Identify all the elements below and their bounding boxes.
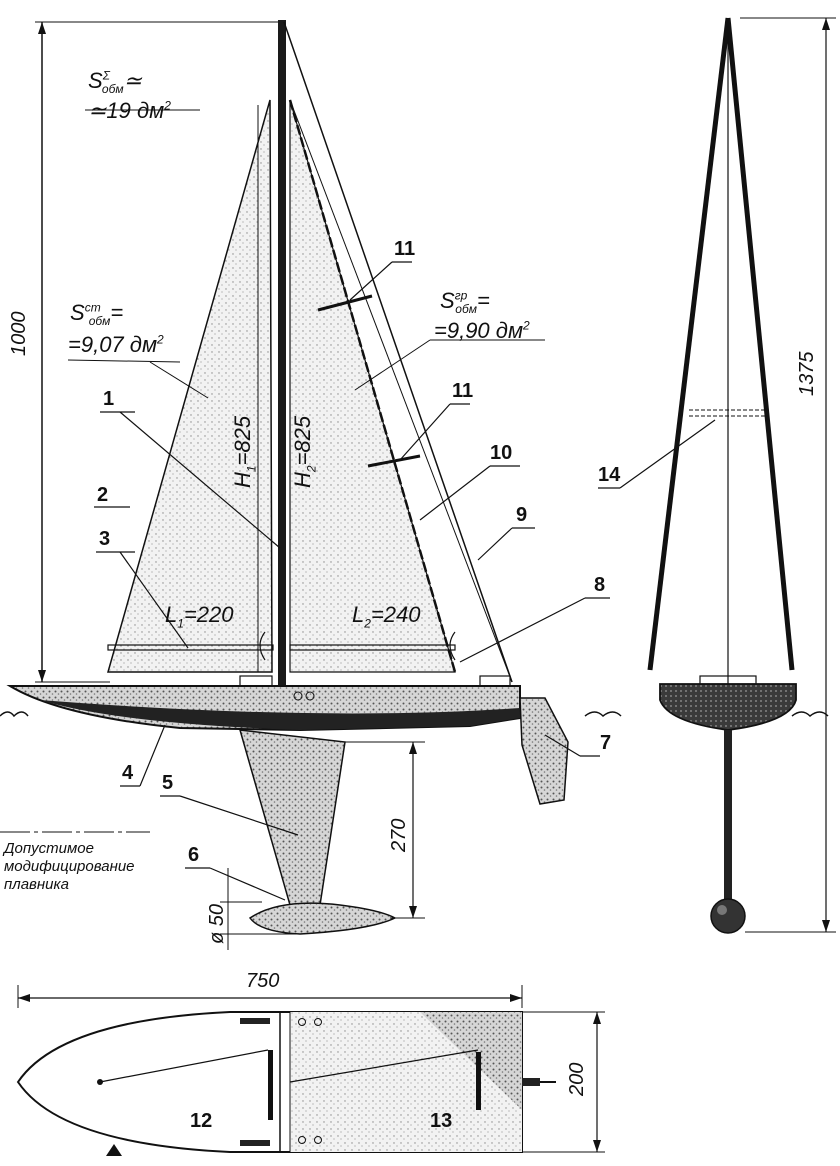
callout-3: 3 (99, 528, 111, 550)
mainsail (107, 99, 273, 673)
dimension-height-side (35, 21, 280, 683)
waterline-mid (584, 711, 622, 718)
spreader-upper (317, 294, 373, 312)
dim-length: 750 (246, 970, 280, 992)
ballast-bulb (248, 902, 397, 935)
dim-height-front: 1375 (796, 351, 818, 397)
area-main-label: Sстобм= (70, 300, 124, 329)
fin-note-line1: Допустимое (4, 840, 94, 857)
area-main-value: =9,07 дм2 (68, 332, 164, 357)
jib (288, 99, 457, 673)
booms (107, 631, 456, 661)
h2-label: H2=825 (290, 415, 319, 488)
hull-side (6, 675, 521, 732)
mast (278, 20, 286, 700)
fin-note: Допустимое модифицирование плавника (4, 840, 135, 894)
dim-beam: 200 (566, 1062, 588, 1096)
callout-7: 7 (600, 732, 612, 754)
area-total-label: SΣобм≃ (88, 68, 142, 97)
callout-11-upper: 11 (394, 238, 416, 260)
callout-1: 1 (103, 388, 115, 410)
callout-11-lower: 11 (452, 380, 474, 402)
callout-8: 8 (594, 574, 606, 596)
fin-note-line2: модифицирование (4, 858, 135, 875)
waterline-left (0, 711, 29, 718)
top-view (16, 985, 605, 1156)
jib-stay (289, 99, 513, 683)
dim-keel-depth: 270 (388, 818, 410, 852)
callout-12: 12 (190, 1110, 213, 1132)
area-leaders (67, 109, 545, 399)
fin-note-line3: плавника (4, 876, 69, 893)
l1-label: L1=220 (165, 602, 234, 631)
l2-label: L2=240 (352, 602, 421, 631)
area-jib-label: Sгробм= (440, 288, 490, 317)
area-total-value: ≃19 дм2 (88, 98, 171, 123)
spreader-lower (367, 454, 421, 468)
dimension-keel (345, 741, 425, 919)
forestay (283, 21, 513, 683)
keel-fin (238, 729, 346, 906)
callout-9: 9 (516, 504, 528, 526)
callout-13: 13 (430, 1110, 453, 1132)
callout-6: 6 (188, 844, 200, 866)
callout-5: 5 (162, 772, 174, 794)
waterline-right (791, 711, 829, 718)
callout-14: 14 (598, 464, 621, 486)
dim-bulb: ø 50 (206, 903, 228, 944)
rudder (519, 697, 569, 805)
area-jib-value: =9,90 дм2 (434, 318, 530, 343)
front-view (647, 17, 797, 934)
dimension-bulb (220, 868, 300, 950)
leader-lines (94, 261, 716, 1135)
callout-2: 2 (97, 484, 109, 506)
dim-height-side: 1000 (8, 311, 30, 357)
h1-label: H1=825 (230, 415, 259, 488)
dimension-height-front (740, 17, 836, 933)
callout-4: 4 (122, 762, 134, 784)
callout-10: 10 (490, 442, 513, 464)
